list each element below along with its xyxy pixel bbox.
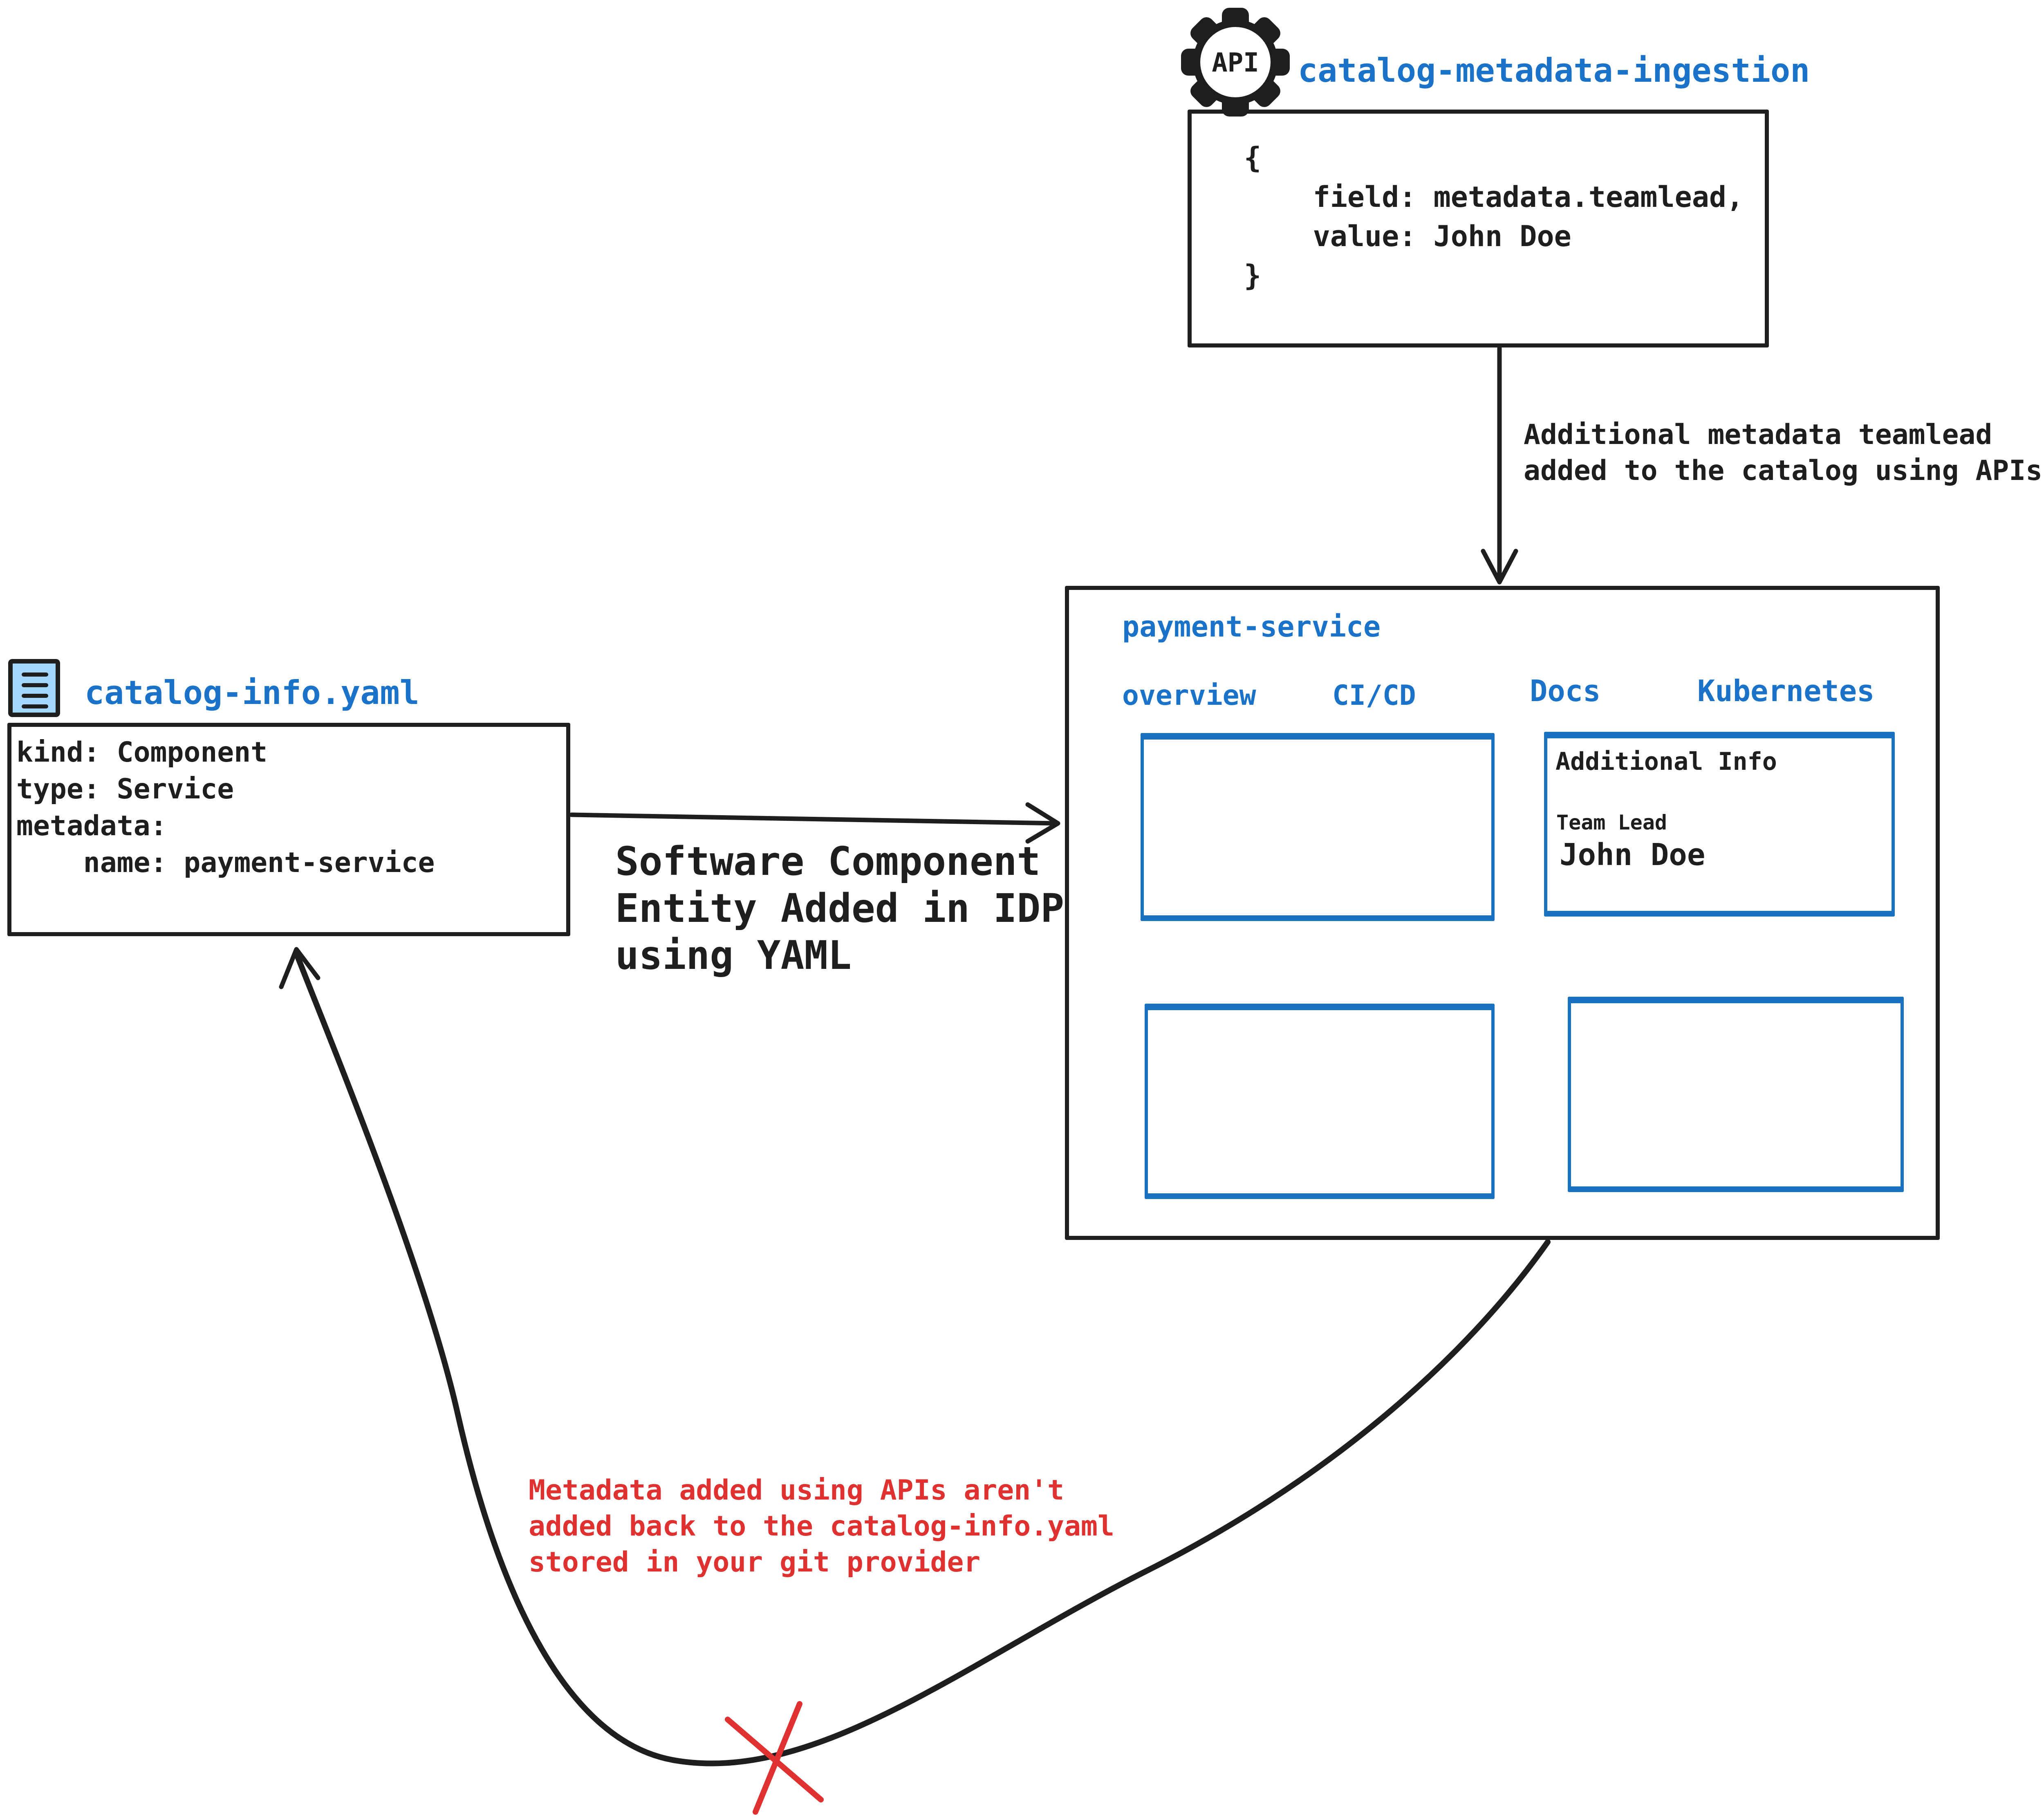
flow-down-label: Additional metadata teamlead added to th… (1524, 419, 2043, 487)
additional-info-panel (1544, 732, 1895, 917)
flow-right-arrow (569, 802, 1060, 844)
tab-kubernetes: Kubernetes (1697, 674, 1875, 708)
tab-cicd: CI/CD (1332, 679, 1416, 712)
not-synced-x-icon (725, 1701, 824, 1815)
overview-content-panel (1141, 733, 1495, 921)
tab-docs: Docs (1530, 674, 1601, 708)
yaml-code: kind: Component type: Service metadata: … (16, 736, 435, 879)
flow-right-label: Software Component Entity Added in IDP u… (615, 838, 1065, 978)
api-code-box (1188, 110, 1769, 347)
gear-api-icon: API (1181, 8, 1290, 117)
yaml-file-icon (8, 659, 60, 717)
tab-overview: overview (1122, 679, 1256, 712)
yaml-file-box (7, 723, 570, 936)
idp-portal-title: payment-service (1122, 610, 1381, 643)
api-code: { field: metadata.teamlead, value: John … (1244, 141, 1744, 292)
flow-back-curve (279, 947, 1551, 1766)
flow-back-label: Metadata added using APIs aren't added b… (529, 1474, 1114, 1578)
flow-back-arrowhead (279, 947, 320, 989)
bottom-left-content-panel (1145, 1004, 1495, 1199)
gear-api-icon-label: API (1212, 48, 1259, 78)
team-lead-field-value: John Doe (1560, 837, 1706, 872)
additional-info-heading: Additional Info (1555, 747, 1777, 776)
bottom-right-content-panel (1568, 997, 1904, 1192)
team-lead-field-label: Team Lead (1556, 811, 1667, 834)
api-service-title: catalog-metadata-ingestion (1298, 52, 1810, 90)
flow-down-arrow (1481, 346, 1518, 585)
yaml-file-title: catalog-info.yaml (85, 674, 419, 712)
